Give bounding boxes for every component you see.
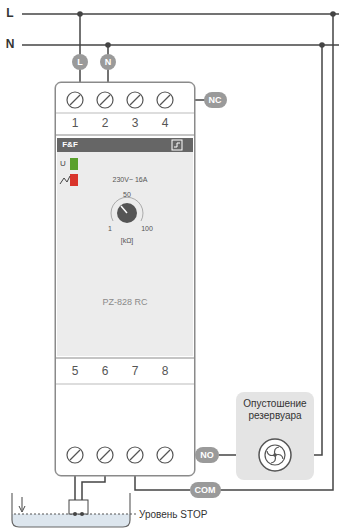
line-label: N (6, 38, 15, 51)
pump-box: Опустошение резервуара (236, 392, 314, 480)
brand-logo: F&F (62, 141, 78, 150)
terminal-number: 6 (102, 365, 109, 378)
rating-text: 230V~ 16A (113, 176, 148, 184)
node-text: Опустошение резервуара (239, 398, 311, 422)
node-text: PZ-828 RC (56, 297, 194, 307)
terminal-number: 8 (162, 365, 169, 378)
tank (12, 493, 136, 527)
scale-mark: 50 (123, 191, 131, 199)
terminal-number: 3 (132, 117, 139, 130)
wire-connector (219, 454, 236, 456)
contact-badge: COM (190, 482, 221, 498)
contact-badge: NO (195, 447, 219, 463)
supply-lines (22, 14, 339, 514)
terminal-number: 7 (132, 365, 139, 378)
led-label: U (60, 160, 66, 169)
junction-dots (77, 11, 336, 48)
scale-mark: 100 (141, 225, 153, 233)
node-text: L (77, 54, 83, 70)
unit-label: [kΩ] (121, 237, 134, 245)
terminal-number: 4 (162, 117, 169, 130)
contact-badge: NC (204, 92, 227, 108)
terminal-number: 1 (72, 117, 79, 130)
line-label: L (6, 7, 13, 20)
node-text: NC (209, 92, 222, 108)
relay-housing (55, 82, 195, 476)
node-text: NO (200, 447, 214, 463)
node-text: COM (195, 482, 216, 498)
level-label: Уровень STOP (139, 509, 207, 520)
terminal-badge: N (100, 54, 117, 70)
scale-mark: 1 (108, 225, 112, 233)
terminal-number: 5 (72, 365, 79, 378)
terminal-screws (67, 92, 173, 463)
node-text: N (105, 54, 112, 70)
terminal-number: 2 (102, 117, 109, 130)
terminal-badge: L (72, 54, 88, 70)
